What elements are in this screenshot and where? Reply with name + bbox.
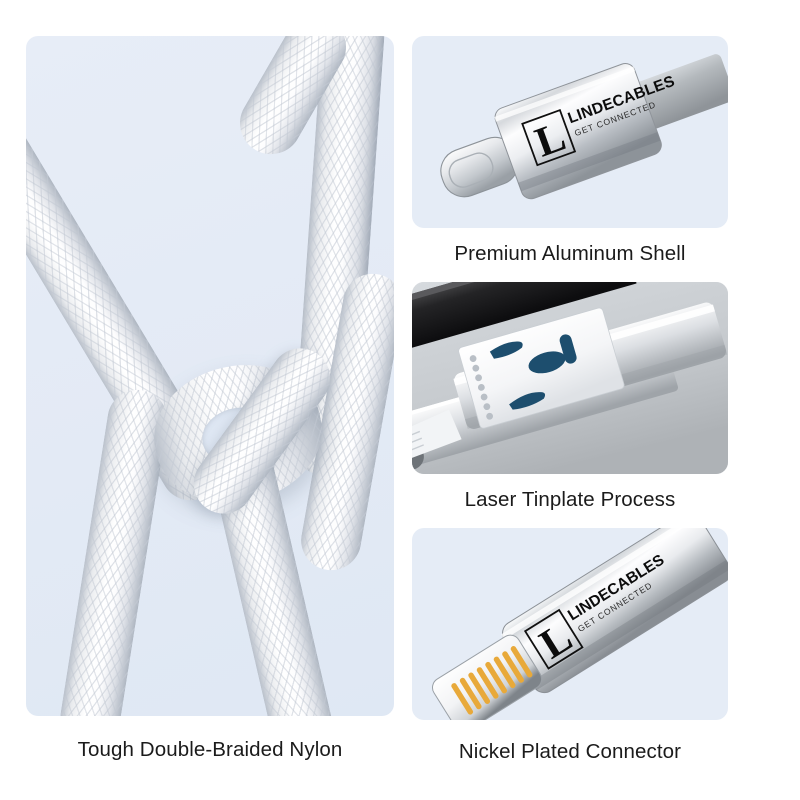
feature-image-lightning: L LINDECABLES GET CONNECTED xyxy=(412,528,728,720)
feature-image-nylon xyxy=(26,36,394,716)
feature-caption-lightning: Nickel Plated Connector xyxy=(458,740,682,763)
lightning-contact-pins xyxy=(451,646,533,715)
lightning-connector-illustration: L LINDECABLES GET CONNECTED xyxy=(431,528,728,720)
usbc-connector-illustration: L LINDECABLES GET CONNECTED xyxy=(440,54,728,200)
feature-caption-nylon: Tough Double-Braided Nylon xyxy=(77,738,343,761)
feature-image-laser xyxy=(412,282,728,474)
feature-caption-laser: Laser Tinplate Process xyxy=(464,488,676,511)
laser-mark-group xyxy=(489,334,577,410)
feature-image-usbc: L LINDECABLES GET CONNECTED xyxy=(412,36,728,228)
feature-caption-usbc: Premium Aluminum Shell xyxy=(454,242,686,265)
laser-engraving-illustration xyxy=(412,282,728,474)
